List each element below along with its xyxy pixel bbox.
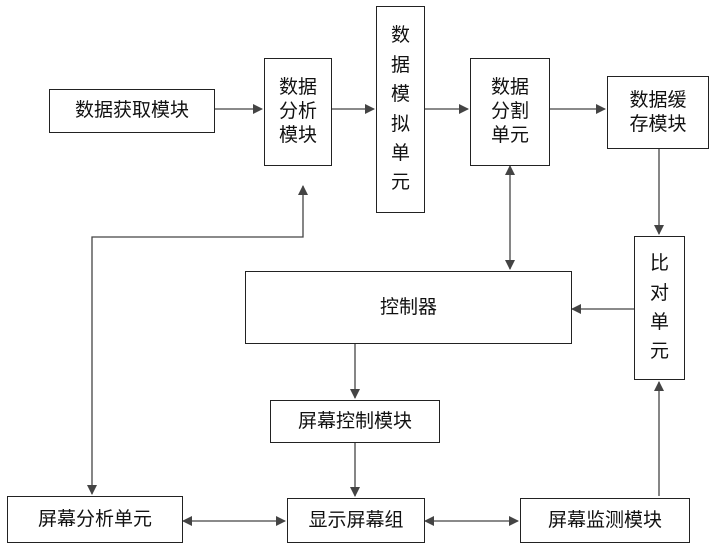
data-segmentation-unit: 数据分割单元 xyxy=(470,58,550,166)
data-analysis-module: 数据分析模块 xyxy=(264,58,332,166)
display-screen-group: 显示屏幕组 xyxy=(287,498,425,543)
data-acquisition-module: 数据获取模块 xyxy=(49,89,215,133)
controller: 控制器 xyxy=(245,271,572,344)
data-simulation-unit: 数据模拟单元 xyxy=(376,6,425,213)
data-simulation-label: 数据模拟单元 xyxy=(390,21,411,198)
data-cache-module: 数据缓存模块 xyxy=(607,76,709,149)
controller-label: 控制器 xyxy=(380,296,437,320)
data-cache-label: 数据缓存模块 xyxy=(627,89,690,137)
comparison-label: 比对单元 xyxy=(649,249,670,367)
screen-control-label: 屏幕控制模块 xyxy=(298,410,412,434)
screen-analysis-unit: 屏幕分析单元 xyxy=(7,496,183,543)
screen-control-module: 屏幕控制模块 xyxy=(270,400,440,443)
data-segmentation-label: 数据分割单元 xyxy=(488,76,532,147)
data-acquisition-label: 数据获取模块 xyxy=(75,99,189,123)
screen-monitor-label: 屏幕监测模块 xyxy=(548,509,662,533)
screen-monitor-module: 屏幕监测模块 xyxy=(520,498,690,543)
screen-analysis-label: 屏幕分析单元 xyxy=(38,508,152,532)
display-group-label: 显示屏幕组 xyxy=(308,509,403,533)
comparison-unit: 比对单元 xyxy=(634,236,685,380)
data-analysis-label: 数据分析模块 xyxy=(276,76,320,147)
